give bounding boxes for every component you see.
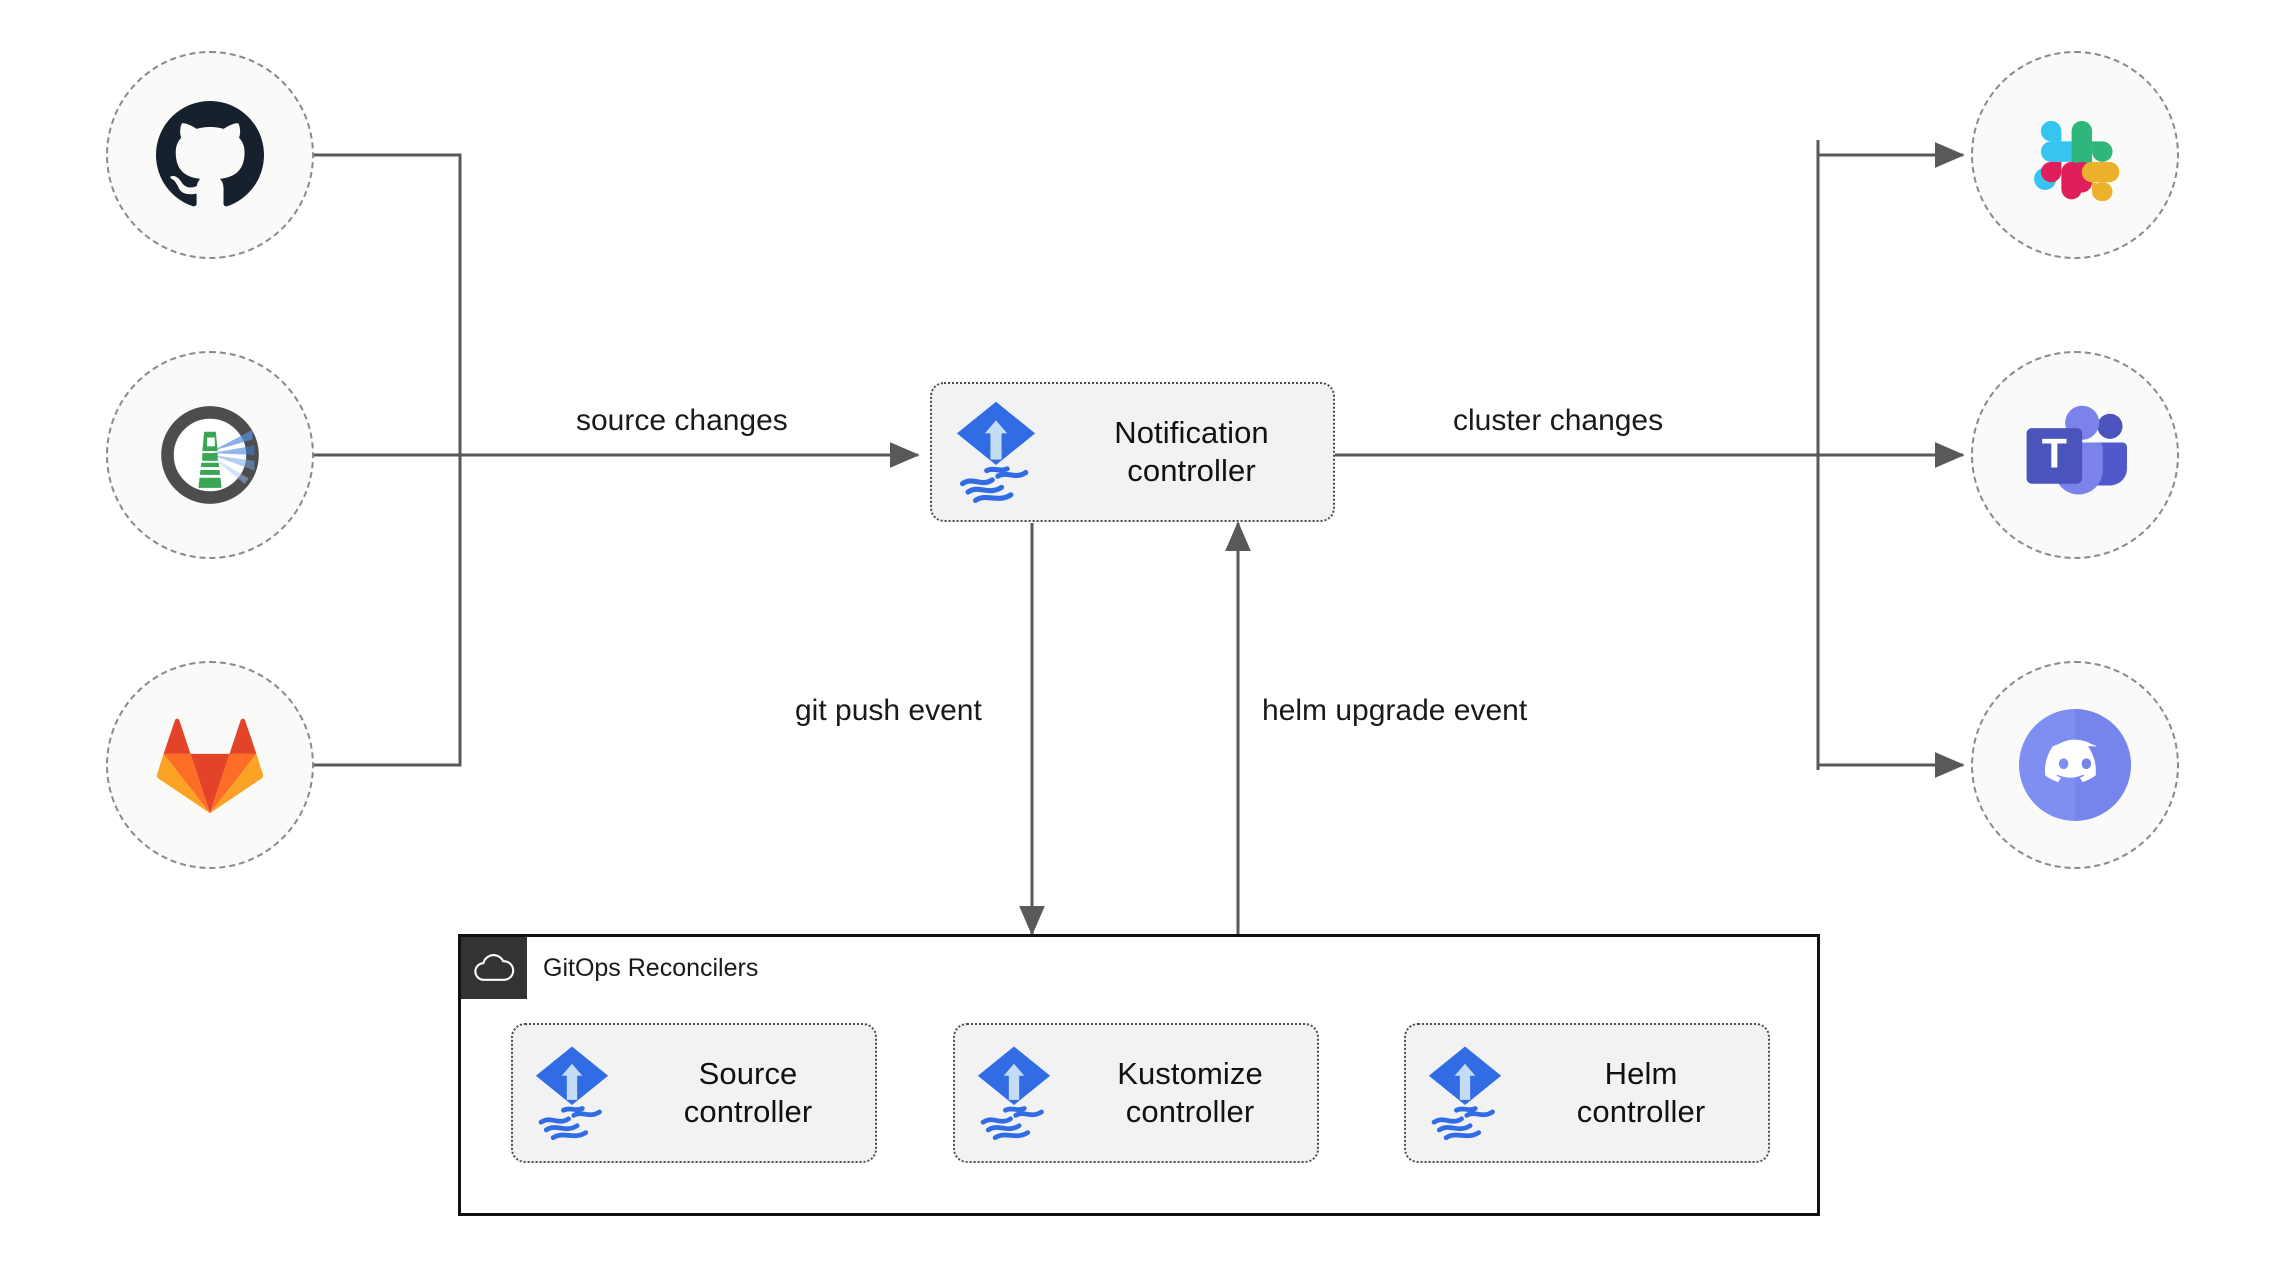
kustomize-controller-box[interactable]: Kustomize controller [953, 1023, 1319, 1163]
source-controller-line1: Source [698, 1056, 798, 1092]
helm-controller-label: Helm controller [1524, 1055, 1768, 1131]
flux-lighthouse-icon [152, 397, 268, 513]
gitlab-icon [154, 713, 266, 817]
flux-logo-icon [513, 1043, 631, 1143]
flux-logo-icon [955, 1043, 1073, 1143]
destination-node-teams[interactable]: T [1971, 351, 2179, 559]
source-node-gitlab[interactable] [106, 661, 314, 869]
microsoft-teams-icon: T [2017, 403, 2133, 507]
notification-controller-line2: controller [1127, 453, 1256, 488]
slack-icon [2023, 103, 2127, 207]
flux-logo-icon [1406, 1043, 1524, 1143]
edge-label-helm-upgrade-event: helm upgrade event [1262, 694, 1528, 727]
destination-node-discord[interactable] [1971, 661, 2179, 869]
source-controller-label: Source controller [631, 1055, 875, 1131]
gitops-reconcilers-header: GitOps Reconcilers [461, 937, 758, 999]
wire-sources-trunk [314, 153, 462, 767]
notification-controller-label: Notification controller [1060, 414, 1333, 490]
kustomize-controller-label: Kustomize controller [1073, 1055, 1317, 1131]
notification-controller-box[interactable]: Notification controller [930, 382, 1335, 522]
source-controller-line2: controller [683, 1094, 813, 1129]
source-controller-box[interactable]: Source controller [511, 1023, 877, 1163]
kustomize-controller-line2: controller [1125, 1094, 1255, 1129]
helm-controller-line1: Helm [1604, 1056, 1678, 1092]
helm-controller-line2: controller [1576, 1094, 1706, 1129]
edge-label-source-changes: source changes [576, 404, 788, 437]
edge-label-git-push-event: git push event [795, 694, 982, 727]
flux-logo-icon [932, 398, 1060, 506]
cloud-icon [461, 937, 527, 999]
notification-controller-line1: Notification [1114, 415, 1269, 451]
svg-text:T: T [2042, 431, 2067, 477]
edge-label-cluster-changes: cluster changes [1453, 404, 1664, 437]
gitops-reconcilers-group: GitOps Reconcilers Source [458, 934, 1820, 1216]
kustomize-controller-line1: Kustomize [1117, 1056, 1263, 1092]
gitops-reconcilers-title: GitOps Reconcilers [543, 953, 759, 982]
source-node-github[interactable] [106, 51, 314, 259]
discord-icon [2013, 703, 2137, 827]
source-node-lighthouse[interactable] [106, 351, 314, 559]
destination-node-slack[interactable] [1971, 51, 2179, 259]
helm-controller-box[interactable]: Helm controller [1404, 1023, 1770, 1163]
github-icon [156, 101, 264, 209]
